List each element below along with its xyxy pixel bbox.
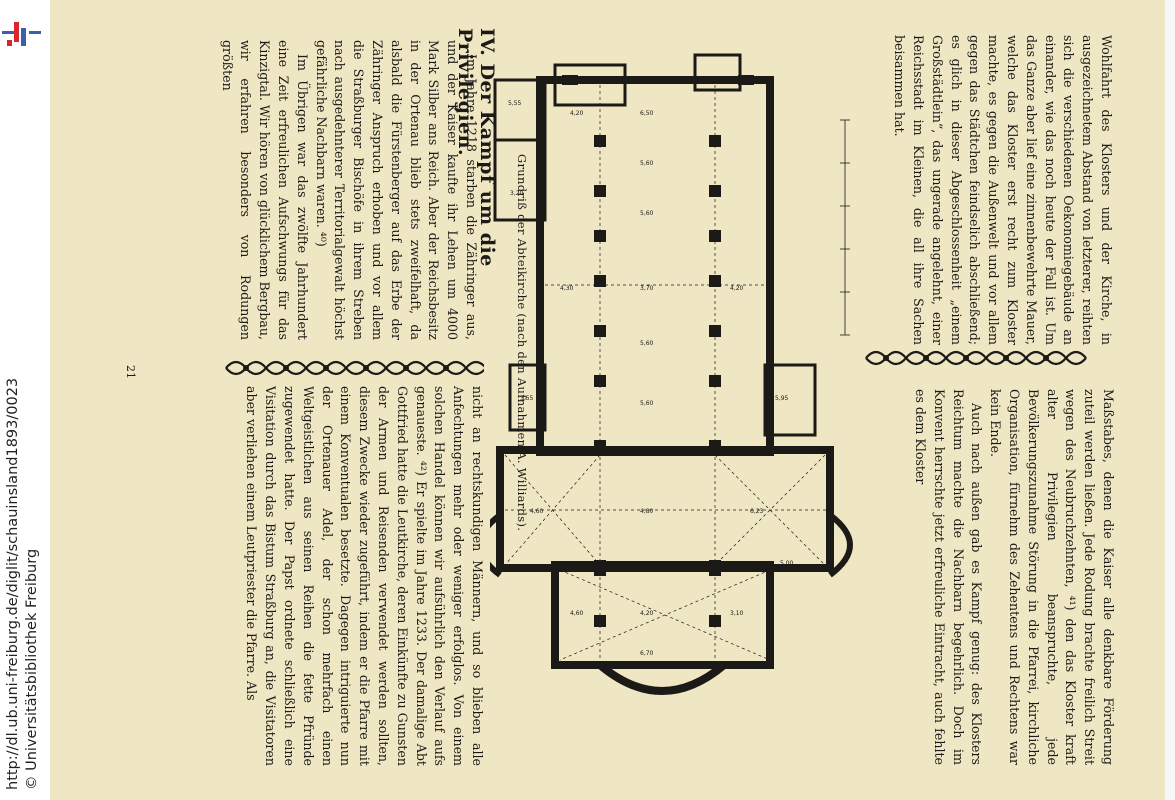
plan-dimension-label: 4,20 bbox=[640, 610, 654, 617]
viewer-sidebar: http://dl.ub.uni-freiburg.de/diglit/scha… bbox=[0, 0, 50, 800]
ornament-divider-left bbox=[225, 360, 484, 376]
text-column-left-bottom: nicht an rechtskundigen Männern, und so … bbox=[214, 386, 486, 766]
plan-dimension-label: 3,10 bbox=[730, 610, 744, 617]
paragraph: Im Übrigen war das zwölfte Jahrhundert e… bbox=[219, 40, 310, 340]
plan-dimension-label: 5,60 bbox=[640, 400, 654, 407]
plan-dimension-label: 6,23 bbox=[750, 508, 764, 515]
ub-freiburg-logo-icon bbox=[2, 22, 41, 46]
source-url-vertical: http://dl.ub.uni-freiburg.de/diglit/scha… bbox=[4, 30, 42, 790]
plan-dimension-label: 3,20 bbox=[510, 190, 524, 197]
floor-plan-drawing: 5,55 3,20 4,20 6,50 6,95 4,30 3,70 4,20 … bbox=[490, 53, 853, 695]
plan-dimension-label: 4,60 bbox=[570, 610, 584, 617]
ornament-divider-right bbox=[865, 350, 1087, 366]
plan-dimension-label: 3,55 bbox=[520, 395, 534, 402]
plan-dimension-label: 4,20 bbox=[730, 285, 744, 292]
paragraph: nicht an rechtskundigen Männern, und so … bbox=[244, 386, 485, 766]
paragraph: Wohlfahrt des Klosters und der Kirche, i… bbox=[892, 35, 1114, 345]
text-column-right-top: Wohlfahrt des Klosters und der Kirche, i… bbox=[892, 35, 1115, 345]
plan-dimension-label: 3,70 bbox=[640, 285, 654, 292]
plan-dimension-label: 6,50 bbox=[640, 110, 654, 117]
plan-dimension-label: 5,60 bbox=[640, 160, 654, 167]
paragraph: Maßstabes, denen die Kaiser alle denkbar… bbox=[988, 389, 1116, 765]
plan-dimension-label: 4,20 bbox=[570, 110, 584, 117]
plan-dimension-label: 6,70 bbox=[640, 650, 654, 657]
paragraph: Auch nach außen gab es Kampf genug: des … bbox=[913, 389, 985, 765]
plan-dimension-label: 4,30 bbox=[560, 285, 574, 292]
plan-dimension-label: 4,60 bbox=[530, 508, 544, 515]
plan-dimension-label: 4,80 bbox=[640, 508, 654, 515]
copyright-text: © Universitätsbibliothek Freiburg bbox=[24, 548, 40, 790]
book-page-scan: Wohlfahrt des Klosters und der Kirche, i… bbox=[50, 0, 1165, 800]
plan-dimension-label: 5,95 bbox=[775, 395, 789, 402]
plan-dimension-label: 5,60 bbox=[640, 340, 654, 347]
figure-caption: Grundriß der Abteikirche (nach den Aufna… bbox=[515, 154, 529, 532]
plan-dimension-label: 5,00 bbox=[780, 560, 794, 567]
plan-dimension-label: 5,60 bbox=[640, 210, 654, 217]
text-column-right-bottom: Maßstabes, denen die Kaiser alle denkbar… bbox=[903, 389, 1117, 765]
viewer-right-edge bbox=[1165, 0, 1175, 800]
plan-dimension-label: 5,55 bbox=[508, 100, 522, 107]
paragraph: Im Jahre 1218 starben die Zähringer aus,… bbox=[313, 40, 479, 340]
plan-dimension-label: 6,95 bbox=[705, 78, 719, 85]
text-column-left-top: Im Jahre 1218 starben die Zähringer aus,… bbox=[220, 40, 480, 340]
page-number: 21 bbox=[124, 365, 137, 379]
source-url-text[interactable]: http://dl.ub.uni-freiburg.de/diglit/scha… bbox=[5, 377, 21, 790]
